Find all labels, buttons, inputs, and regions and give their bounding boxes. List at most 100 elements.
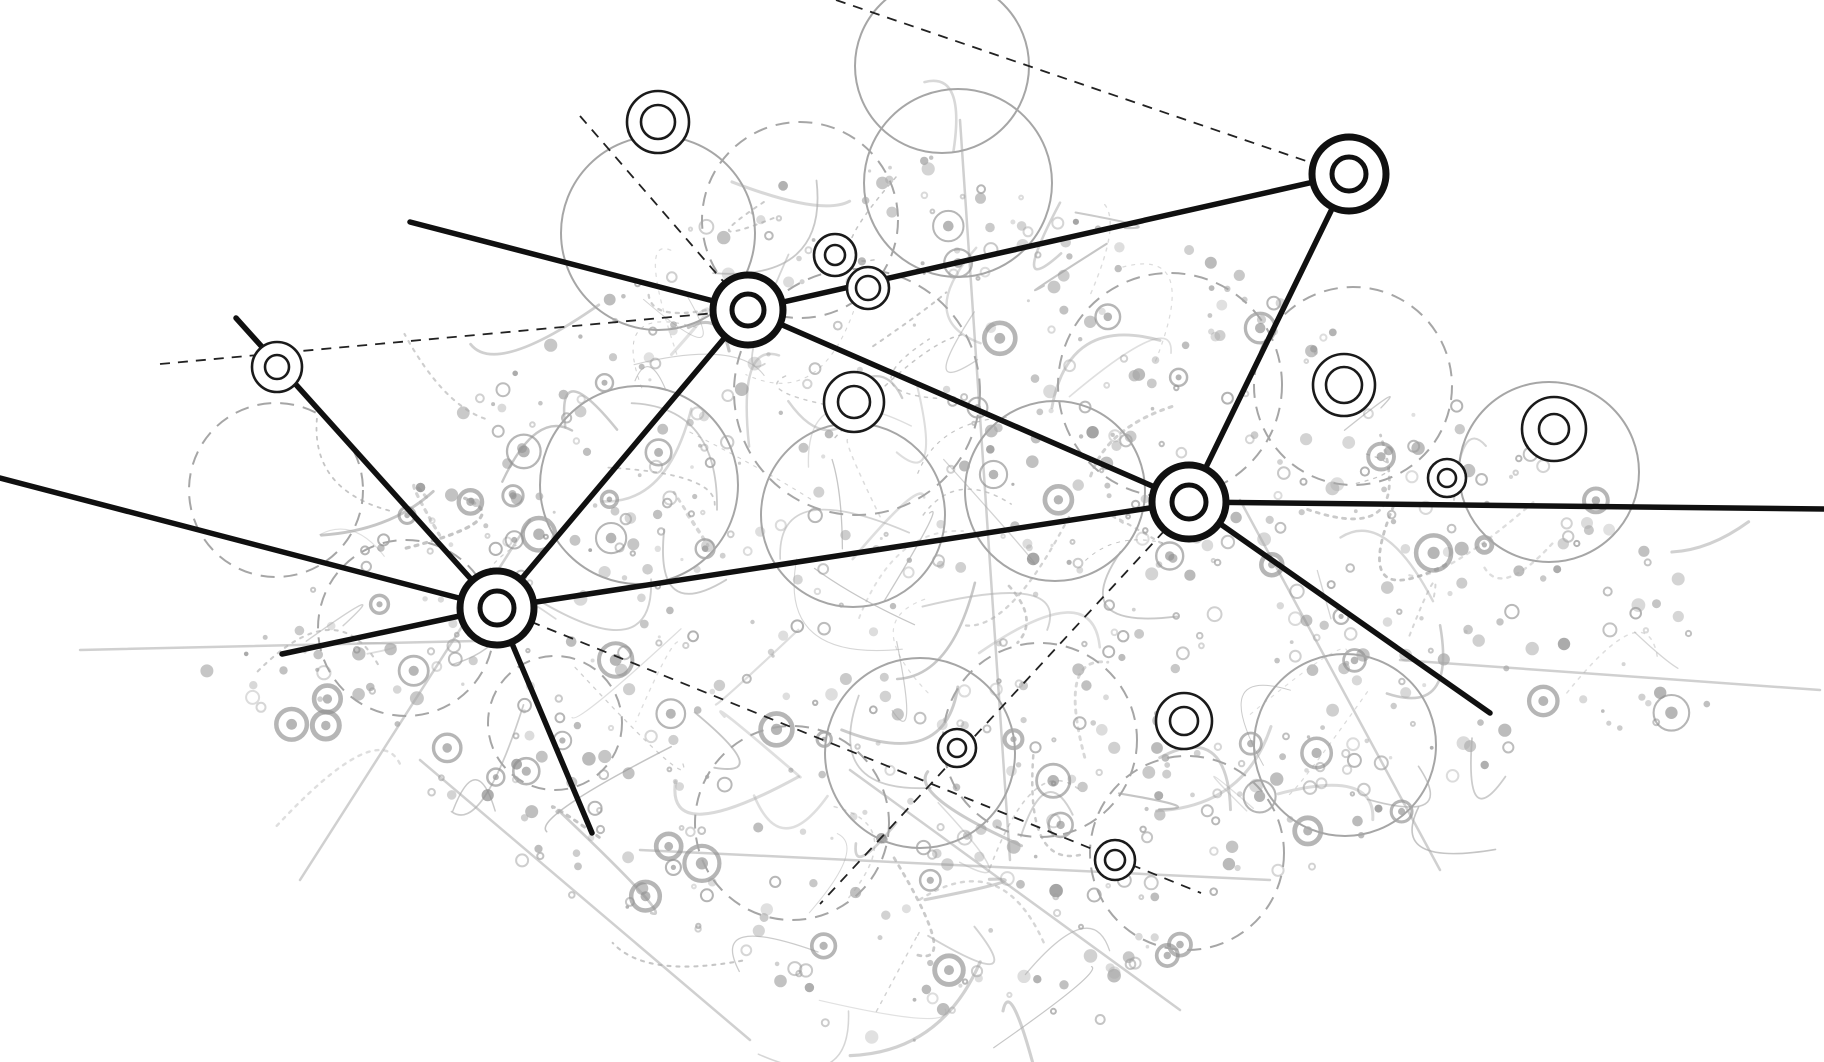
faded-network-dot: [975, 823, 987, 835]
faded-network-dot: [426, 647, 436, 656]
faded-network-dot: [1302, 780, 1318, 795]
faded-network-dot: [694, 925, 702, 933]
faded-network-dot: [481, 789, 494, 802]
faded-network-dot: [317, 696, 323, 702]
faded-network-dot: [1427, 647, 1434, 654]
faded-network-dot: [821, 454, 826, 459]
faded-network-line: [540, 578, 653, 632]
faded-network-dot: [603, 293, 616, 306]
faded-network-dot: [956, 829, 973, 846]
faded-network-dot: [960, 721, 969, 730]
faded-network-dot: [1078, 923, 1084, 930]
faded-network-dot: [392, 685, 402, 694]
faded-network-line: [1470, 737, 1507, 800]
guide-circle: [1057, 272, 1283, 498]
faded-network-dot: [920, 191, 929, 200]
faded-network-dot: [1454, 541, 1469, 556]
faded-background-network: [78, 79, 1822, 1062]
faded-network-dot: [691, 883, 697, 890]
faded-target-icon: [1366, 441, 1396, 472]
faded-network-dot: [1172, 612, 1180, 620]
faded-network-dot: [1349, 791, 1356, 797]
faded-network-dot: [1204, 256, 1217, 269]
faded-network-dot: [1047, 280, 1061, 294]
faded-network-line: [305, 604, 364, 642]
faded-network-dot: [243, 651, 249, 657]
faded-network-line: [858, 530, 965, 619]
faded-network-dot: [534, 844, 543, 854]
faded-network-dot: [1306, 664, 1319, 676]
faded-network-dot: [936, 1003, 950, 1016]
faded-network-line: [1366, 765, 1432, 808]
faded-network-line: [1398, 658, 1822, 692]
guide-circle: [701, 121, 899, 319]
faded-network-dot: [1162, 769, 1172, 779]
faded-network-line: [638, 848, 1272, 882]
faded-network-dot: [1606, 720, 1612, 726]
faded-network-dot: [592, 503, 598, 508]
faded-network-dot: [468, 656, 478, 666]
faded-network-dot: [901, 904, 911, 914]
faded-network-dot: [1090, 720, 1096, 726]
faded-network-dot: [884, 764, 896, 776]
faded-network-dot: [1513, 565, 1525, 577]
faded-network-dot: [1141, 831, 1154, 844]
faded-network-dot: [1210, 557, 1216, 564]
faded-network-dot: [582, 447, 592, 456]
faded-network-line: [1001, 1000, 1035, 1062]
faded-network-dot: [750, 619, 755, 625]
faded-network-dot: [621, 294, 626, 299]
faded-network-dot: [1583, 525, 1594, 536]
faded-network-dot: [719, 552, 726, 559]
faded-network-dot: [1315, 777, 1328, 790]
spoke: [407, 219, 751, 313]
faded-network-dot: [1250, 431, 1259, 439]
faded-network-dot: [1119, 354, 1129, 363]
faded-target-icon: [1154, 541, 1185, 571]
faded-network-line: [272, 748, 401, 830]
faded-network-dot: [1006, 840, 1021, 854]
faded-network-dot: [912, 1038, 916, 1042]
faded-network-dot: [690, 465, 694, 469]
faded-network-dot: [520, 814, 529, 822]
faded-network-dot: [1672, 610, 1684, 623]
faded-network-dot: [1131, 607, 1136, 612]
faded-network-dot: [720, 435, 735, 450]
faded-network-line: [1482, 542, 1554, 580]
faded-network-dot: [394, 721, 401, 727]
faded-network-dot: [970, 965, 984, 978]
faded-network-line: [892, 598, 933, 698]
faded-network-dot: [1305, 344, 1318, 358]
faded-network-dot: [622, 767, 635, 780]
faded-network-dot: [1446, 523, 1457, 534]
faded-network-dot: [1638, 545, 1650, 557]
faded-network-dot: [313, 649, 324, 660]
faded-target-icon: [758, 711, 795, 748]
faded-network-dot: [445, 488, 459, 502]
faded-network-dot: [1011, 482, 1015, 486]
faded-network-dot: [999, 638, 1008, 647]
faded-network-dot: [1364, 738, 1370, 744]
faded-network-dot: [1396, 608, 1403, 615]
faded-network-dot: [1072, 479, 1084, 491]
faded-network-dot: [1603, 523, 1615, 536]
faded-network-dot: [888, 165, 892, 170]
faded-network-dot: [692, 493, 698, 500]
faded-network-dot: [648, 378, 652, 382]
faded-network-dot: [1276, 602, 1285, 610]
faded-network-dot: [1504, 603, 1520, 620]
faded-network-dot: [929, 155, 934, 160]
faded-network-dot: [868, 169, 872, 173]
faded-network-dot: [697, 826, 707, 835]
faded-network-dot: [820, 1018, 830, 1028]
faded-network-dot: [818, 770, 826, 779]
faded-network-dot: [1059, 980, 1069, 990]
faded-network-dot: [948, 1006, 956, 1014]
faded-network-line: [977, 611, 1102, 655]
faded-network-dot: [1352, 815, 1363, 827]
faded-network-dot: [573, 721, 582, 730]
faded-network-line: [1073, 660, 1110, 759]
faded-target-icon: [653, 831, 684, 862]
faded-network-line: [1670, 520, 1751, 554]
faded-network-dot: [1063, 359, 1076, 373]
